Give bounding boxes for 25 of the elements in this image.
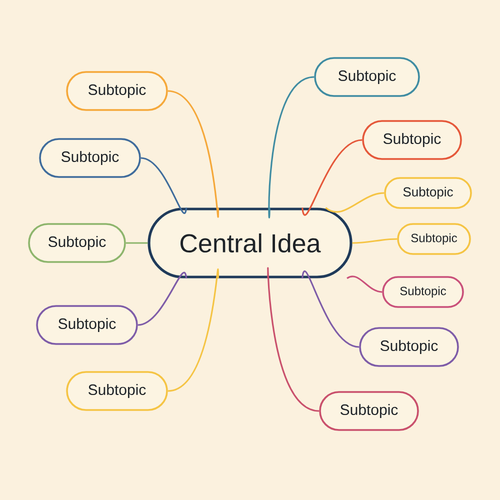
connector-line (268, 76, 314, 217)
subtopic-pill: Subtopic (36, 305, 138, 345)
connector-line (346, 276, 382, 293)
central-idea-pill: Central Idea (148, 208, 352, 278)
subtopic-pill: Subtopic (382, 276, 464, 308)
connector-line (302, 139, 362, 216)
connector-line (325, 192, 384, 213)
subtopic-pill: Subtopic (362, 120, 462, 160)
connector-line (267, 269, 320, 412)
subtopic-pill: Subtopic (66, 71, 168, 111)
subtopic-pill: Subtopic (397, 223, 471, 255)
connector-line (138, 272, 188, 326)
subtopic-pill: Subtopic (359, 327, 459, 367)
subtopic-pill: Subtopic (66, 371, 168, 411)
subtopic-pill: Subtopic (39, 138, 141, 178)
connector-line (168, 270, 220, 392)
subtopic-pill: Subtopic (314, 57, 420, 97)
connector-line (168, 90, 220, 216)
subtopic-pill: Subtopic (384, 177, 472, 209)
connector-line (126, 242, 148, 244)
connector-line (352, 238, 398, 244)
subtopic-pill: Subtopic (28, 223, 126, 263)
connector-line (302, 270, 360, 348)
connector-line (140, 157, 188, 214)
subtopic-pill: Subtopic (319, 391, 419, 431)
